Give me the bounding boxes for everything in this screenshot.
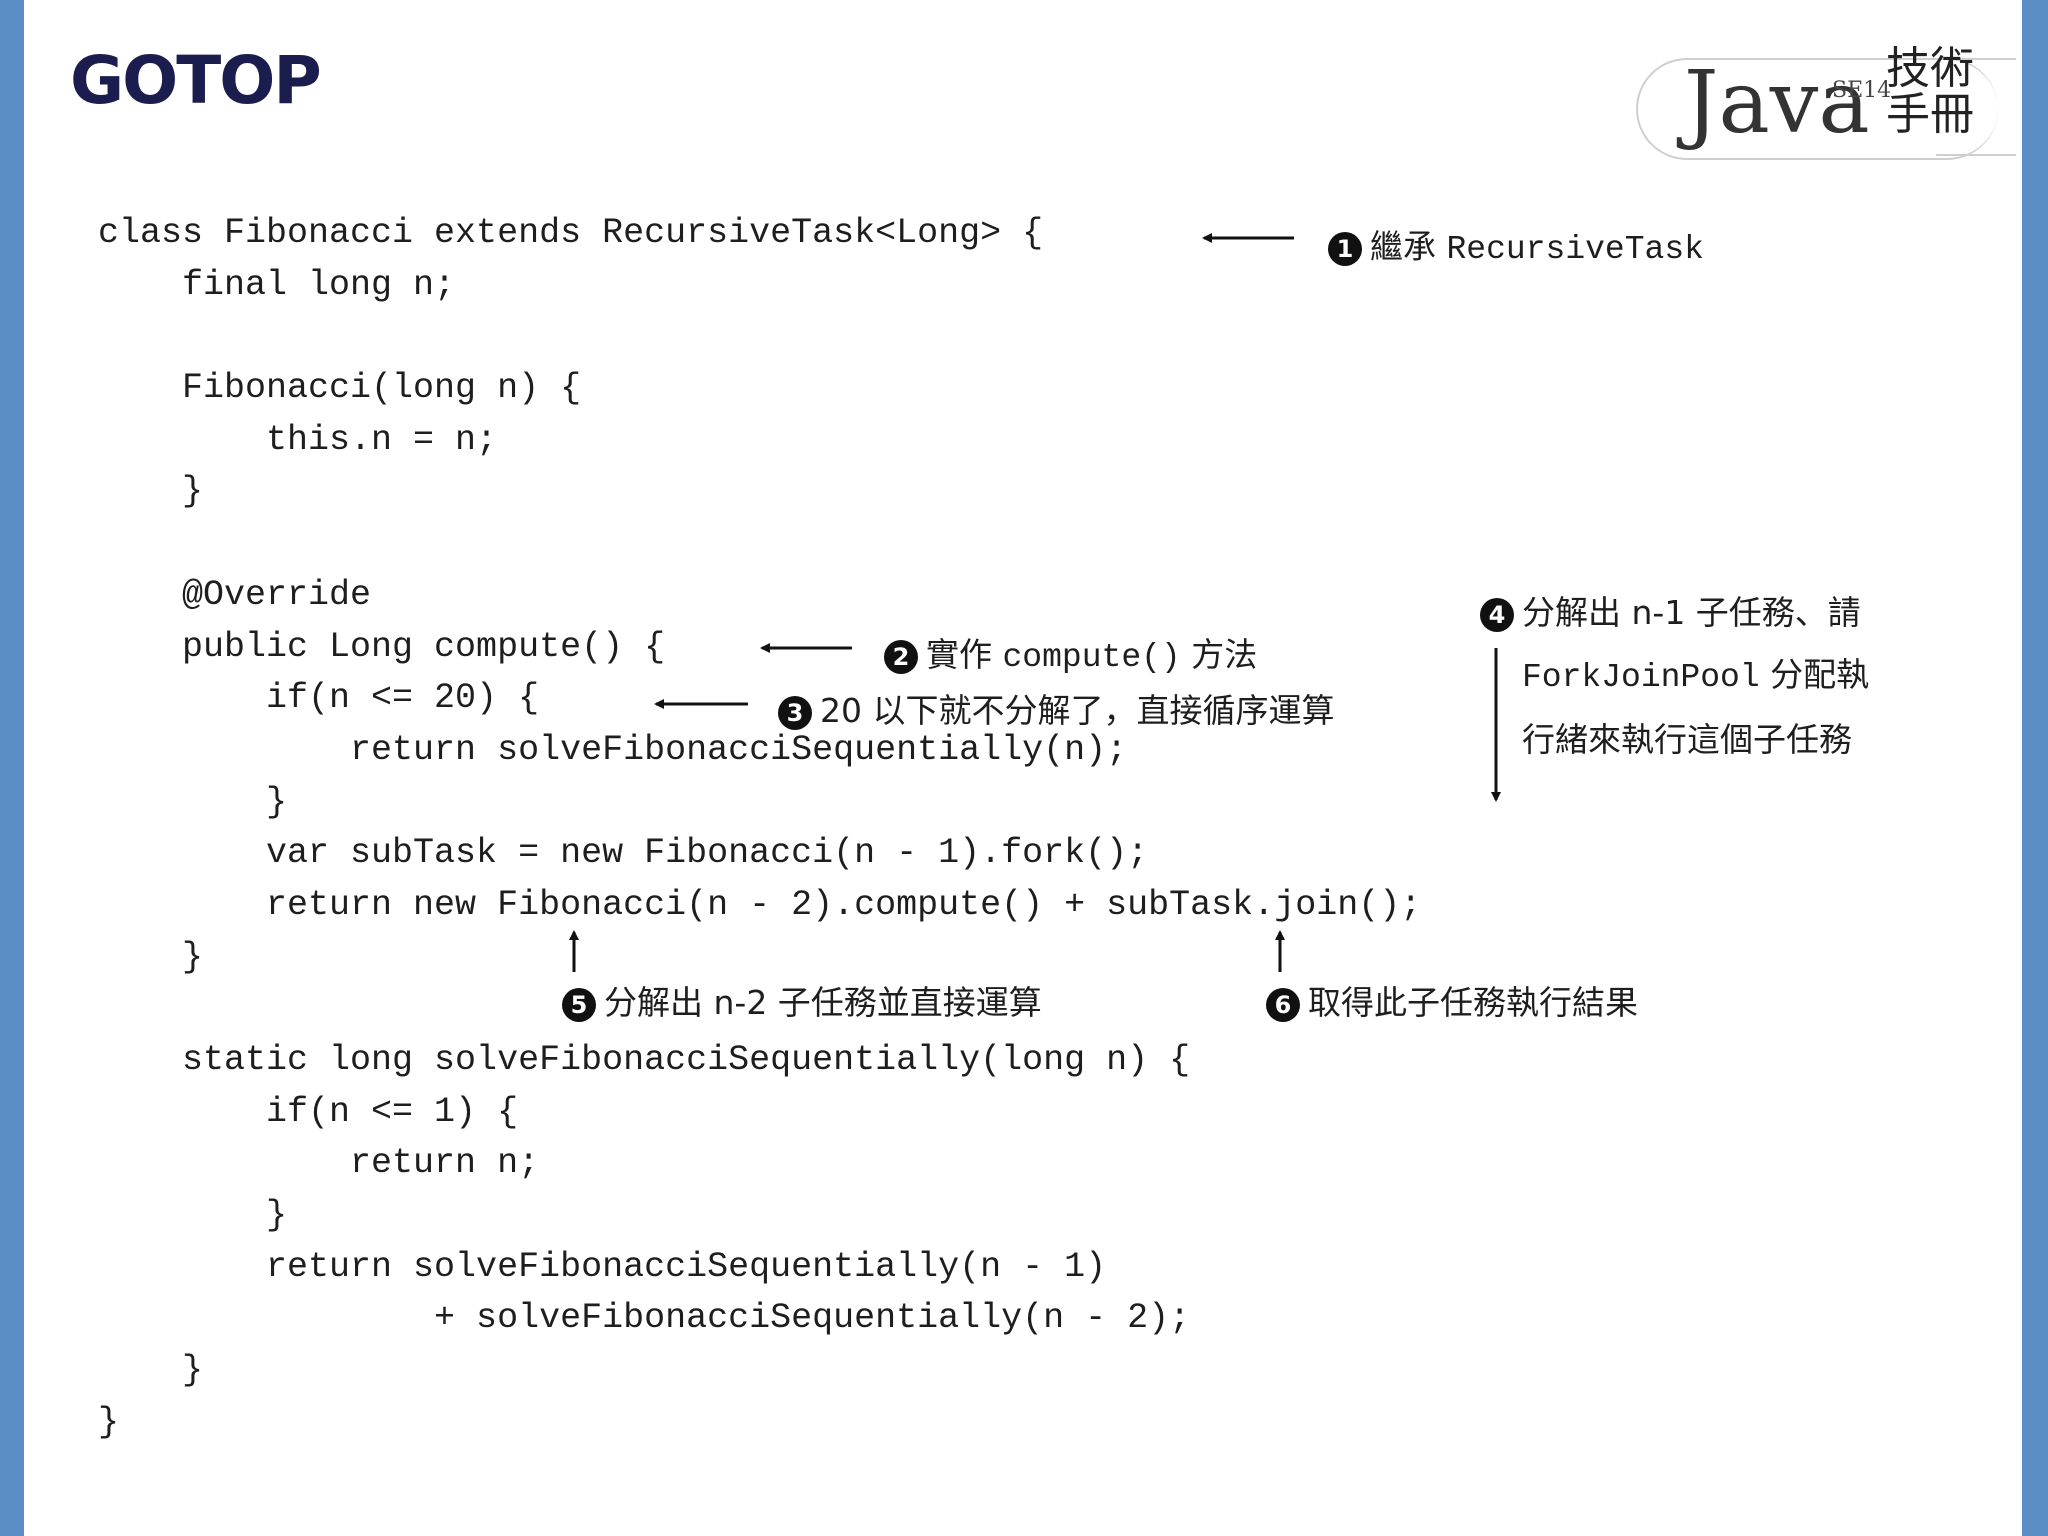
badge-outline xyxy=(1636,58,1998,160)
code-line: class Fibonacci extends RecursiveTask<Lo… xyxy=(98,213,1044,253)
code-line: } xyxy=(98,781,288,822)
code-line: } xyxy=(98,1350,204,1391)
annotation-5-number: 5 xyxy=(562,987,596,1022)
annotation-3-text: 20 以下就不分解了，直接循序運算 xyxy=(820,691,1335,730)
code-line: return new Fibonacci(n - 2).compute() + … xyxy=(98,884,1422,925)
code-line: static long solveFibonacciSequentially(l… xyxy=(98,1040,1191,1080)
left-accent-bar xyxy=(0,0,24,1536)
annotation-6-number: 6 xyxy=(1266,987,1300,1022)
gotop-logo: GOTOP xyxy=(70,42,322,119)
annotation-2-number: 2 xyxy=(884,639,918,674)
badge-rule-top xyxy=(1936,58,2016,60)
badge-cjk-title: 技術手冊 xyxy=(1886,43,1974,141)
code-line: return n; xyxy=(98,1143,540,1184)
code-line: } xyxy=(98,936,204,977)
code-line: @Override xyxy=(98,574,372,615)
code-line: if(n <= 20) { xyxy=(98,678,540,719)
code-listing: class Fibonacci extends RecursiveTask<Lo… xyxy=(98,208,1421,1449)
code-line: } xyxy=(98,1401,120,1442)
code-line: if(n <= 1) { xyxy=(98,1091,519,1132)
annotation-1-prefix: 繼承 xyxy=(1370,227,1436,266)
annotation-2-mono: compute() xyxy=(1002,639,1181,676)
code-line: var subTask = new Fibonacci(n - 1).fork(… xyxy=(98,833,1149,874)
annotation-4-line2: 分配執 xyxy=(1770,655,1870,694)
code-line: final long n; xyxy=(98,264,456,305)
code-line: } xyxy=(98,1195,288,1236)
code-line: return solveFibonacciSequentially(n - 1) xyxy=(98,1246,1107,1287)
annotation-4-mono: ForkJoinPool xyxy=(1522,659,1760,696)
badge-java-word: Java xyxy=(1684,53,1870,153)
annotation-6-text: 取得此子任務執行結果 xyxy=(1308,983,1638,1022)
annotation-4-line3: 行緒來執行這個子任務 xyxy=(1522,720,1852,759)
annotation-2-prefix: 實作 xyxy=(926,635,992,674)
annotation-5-text: 分解出 n-2 子任務並直接運算 xyxy=(604,983,1042,1022)
code-line: } xyxy=(98,471,204,512)
annotation-2-suffix: 方法 xyxy=(1191,635,1258,674)
code-line: this.n = n; xyxy=(98,419,498,460)
right-accent-bar xyxy=(2022,0,2048,1536)
code-line: return solveFibonacciSequentially(n); xyxy=(98,729,1128,770)
code-line: Fibonacci(long n) { xyxy=(98,368,582,409)
badge-edition: SE14 xyxy=(1832,78,1892,103)
annotation-4-number: 4 xyxy=(1480,597,1514,632)
java-book-badge: Java SE14 技術手冊 xyxy=(1636,42,2016,182)
annotation-1-number: 1 xyxy=(1328,231,1362,266)
annotation-3-number: 3 xyxy=(778,695,812,730)
badge-rule-bottom xyxy=(1936,154,2016,156)
code-line: public Long compute() { xyxy=(98,626,666,667)
annotation-4-line1: 分解出 n-1 子任務、請 xyxy=(1522,593,1861,632)
annotation-1-mono: RecursiveTask xyxy=(1446,231,1704,268)
code-line: + solveFibonacciSequentially(n - 2); xyxy=(98,1298,1191,1339)
